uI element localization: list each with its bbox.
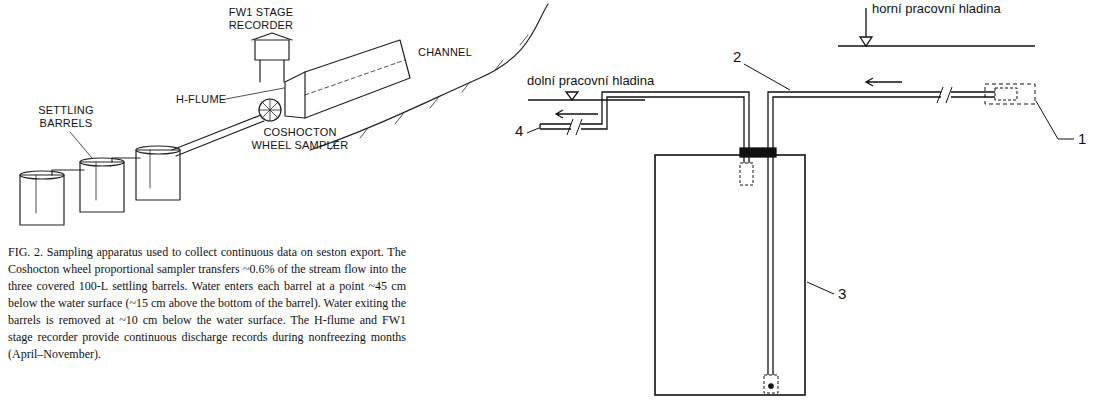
callout-number: 2 — [733, 48, 741, 65]
channel-walls — [305, 40, 410, 118]
hill-hatch — [330, 35, 528, 150]
callout-number: 4 — [515, 122, 523, 139]
intake — [985, 84, 1035, 104]
stage-recorder — [255, 40, 289, 60]
sample-pipe — [172, 115, 264, 156]
outlet-mouth — [740, 163, 753, 185]
outlet-pipe — [540, 92, 749, 148]
recorder-roof — [252, 33, 292, 40]
wheel-spokes — [259, 99, 281, 121]
inlet-dot — [769, 384, 773, 388]
settling-barrel — [136, 150, 180, 200]
tank — [655, 155, 805, 395]
level-marker — [566, 92, 578, 100]
callout-number: 3 — [838, 285, 846, 302]
level-label: horní pracovní hladina — [872, 2, 1001, 17]
part-label: SETTLING BARRELS — [30, 104, 102, 129]
leader-line — [1036, 101, 1074, 139]
barrel-lid — [20, 171, 64, 179]
leader-line — [807, 282, 834, 294]
tank-cap — [740, 148, 776, 157]
dip-tube — [36, 150, 150, 213]
channel-centre — [305, 60, 405, 95]
intake-inner — [995, 88, 1017, 100]
part-label: H-FLUME — [176, 93, 226, 106]
outlet-pipe — [744, 157, 749, 163]
flow-arrow — [556, 110, 598, 118]
leader-line — [744, 64, 790, 90]
break-mark — [937, 87, 952, 103]
callout-number: 1 — [1078, 130, 1086, 147]
settling-barrel — [80, 162, 124, 212]
inlet-pipe — [768, 92, 995, 148]
figure-caption: FIG. 2. Sampling apparatus used to colle… — [8, 244, 406, 363]
barrel-lid — [136, 146, 180, 154]
water-level-line — [528, 99, 645, 100]
barrel-pipe — [52, 158, 140, 175]
settling-barrel — [20, 175, 64, 225]
part-label: COSHOCTON WHEEL SAMPLER — [244, 126, 356, 151]
flow-arrow — [866, 78, 902, 86]
part-label: FW1 STAGE RECORDER — [222, 6, 300, 31]
h-flume — [285, 72, 305, 118]
leader-line — [527, 128, 539, 133]
part-label: CHANNEL — [418, 46, 472, 59]
inlet-mouth — [764, 375, 778, 393]
hillside — [310, 4, 548, 150]
level-label: dolní pracovní hladina — [527, 74, 654, 89]
water-level-line — [838, 45, 1035, 46]
inlet-pipe — [768, 157, 773, 375]
leader-line — [226, 88, 284, 99]
barrel-lid — [80, 158, 124, 166]
level-marker-stem — [865, 8, 866, 37]
level-marker — [860, 37, 872, 46]
break-mark — [567, 119, 582, 135]
leader-line — [70, 132, 92, 158]
recorder-legs — [260, 60, 284, 82]
coshocton-wheel — [259, 99, 281, 121]
